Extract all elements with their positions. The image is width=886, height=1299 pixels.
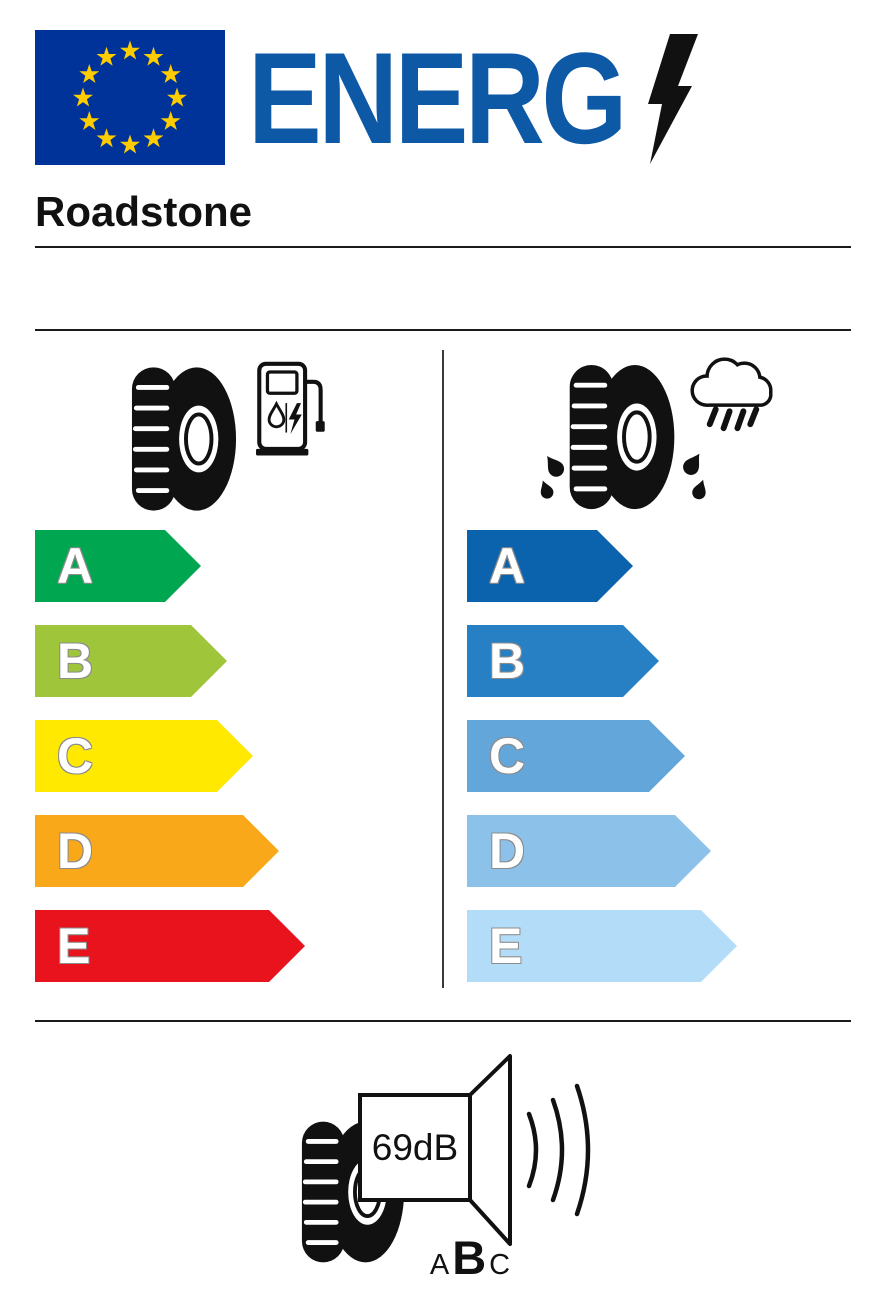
wet-grade-b: B bbox=[467, 625, 659, 697]
wet-grade-e-letter: E bbox=[489, 918, 523, 974]
fuel-grade-e-letter: E bbox=[57, 918, 91, 974]
brand-name: Roadstone bbox=[35, 188, 253, 235]
wet-grip-scale: A B C D E bbox=[467, 530, 737, 1005]
separator-line bbox=[35, 1020, 851, 1022]
noise-section: 69dB A B C bbox=[295, 1048, 625, 1293]
energ-logo-text: ENERG bbox=[248, 24, 627, 171]
noise-class-c: C bbox=[489, 1249, 511, 1281]
fuel-grade-a: A bbox=[35, 530, 201, 602]
wet-grade-d: D bbox=[467, 815, 711, 887]
fuel-grade-a-letter: A bbox=[57, 538, 94, 594]
fuel-grade-c-letter: C bbox=[57, 728, 94, 784]
fuel-grade-d-letter: D bbox=[57, 823, 94, 879]
fuel-grade-e: E bbox=[35, 910, 305, 982]
noise-class-b: B bbox=[452, 1231, 487, 1284]
wet-grade-d-letter: D bbox=[489, 823, 526, 879]
separator-line bbox=[35, 329, 851, 331]
wet-grade-c: C bbox=[467, 720, 685, 792]
wet-grade-b-letter: B bbox=[489, 633, 526, 689]
separator-line bbox=[35, 246, 851, 248]
fuel-efficiency-scale: A B C D E bbox=[35, 530, 305, 1005]
sound-waves-icon bbox=[526, 1083, 591, 1217]
rain-drops-icon bbox=[706, 406, 760, 432]
noise-class-indicator: A B C bbox=[405, 1230, 535, 1285]
column-divider-line bbox=[442, 350, 444, 988]
wet-grade-c-letter: C bbox=[489, 728, 526, 784]
water-splash-icon bbox=[540, 453, 706, 500]
fuel-grade-c: C bbox=[35, 720, 253, 792]
fuel-pump-icon bbox=[256, 361, 325, 456]
noise-class-a: A bbox=[429, 1249, 450, 1281]
fuel-grade-b-letter: B bbox=[57, 633, 94, 689]
fuel-grade-b: B bbox=[35, 625, 227, 697]
speaker-icon bbox=[358, 1054, 591, 1246]
lightning-bolt-icon bbox=[648, 34, 698, 164]
wet-grade-a: A bbox=[467, 530, 633, 602]
noise-value: 69dB bbox=[371, 1126, 459, 1168]
wet-grade-a-letter: A bbox=[489, 538, 526, 594]
fuel-grade-d: D bbox=[35, 815, 279, 887]
eu-flag-stars bbox=[73, 40, 187, 154]
tire-icon bbox=[131, 367, 237, 511]
eu-flag-icon bbox=[35, 30, 225, 165]
wet-grade-e: E bbox=[467, 910, 737, 982]
tire-icon bbox=[540, 364, 706, 510]
rain-cloud-icon bbox=[690, 357, 773, 432]
energ-logo: ENERG bbox=[248, 30, 690, 165]
